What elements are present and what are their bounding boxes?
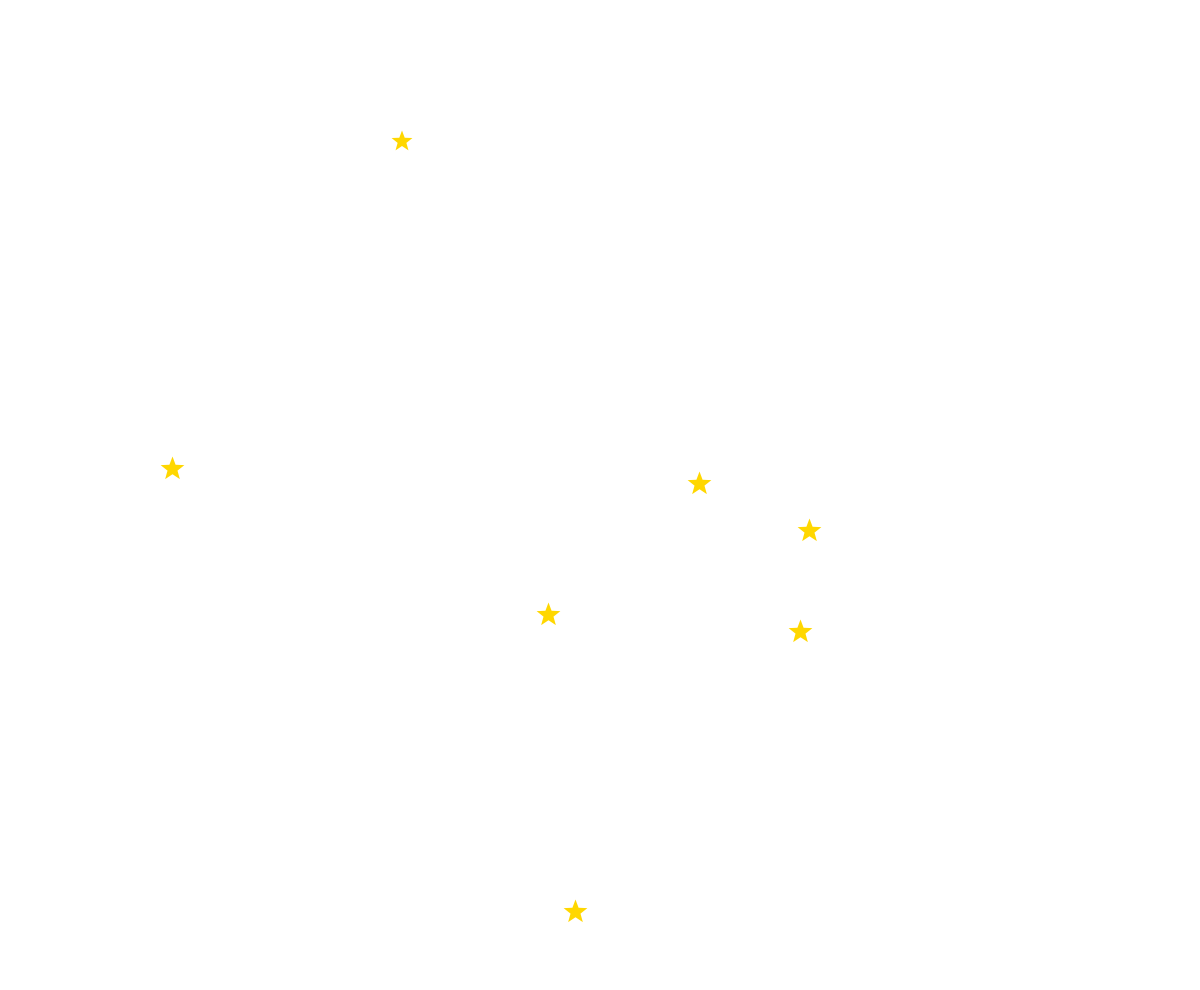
star-icon [788, 619, 813, 644]
star-icon [563, 899, 588, 924]
star-icon [687, 471, 712, 496]
star-icon [391, 130, 413, 152]
star-icon [536, 602, 561, 627]
star-icon [160, 456, 185, 481]
star-icon [797, 518, 822, 543]
